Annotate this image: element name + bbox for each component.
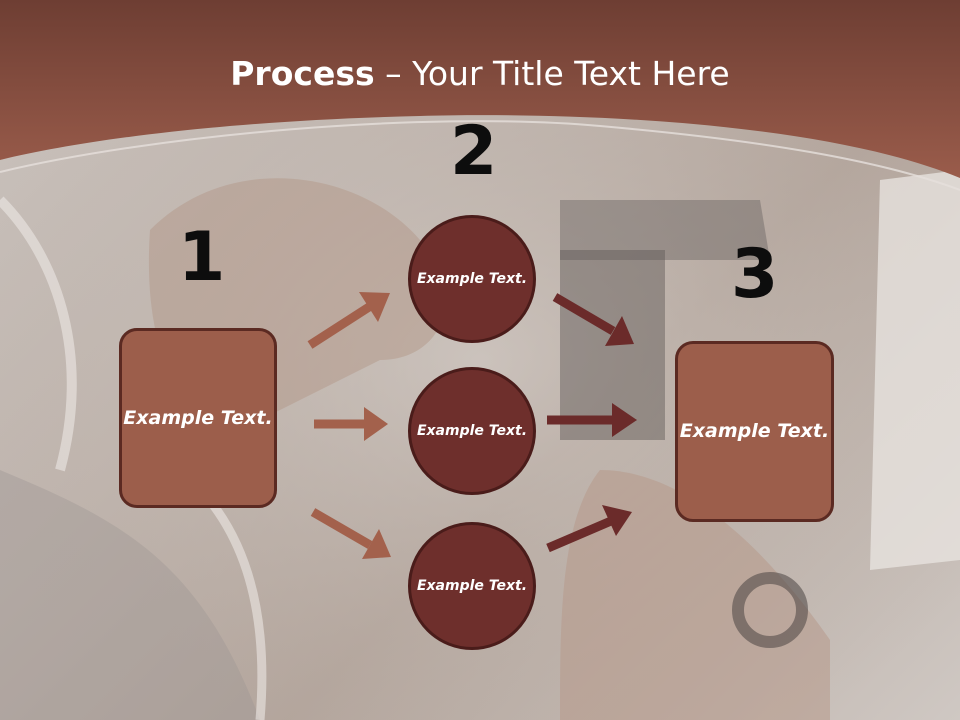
- step-number-1: 1: [178, 218, 226, 297]
- step-number-3: 3: [731, 235, 779, 314]
- arrow-down-right-dark: [552, 293, 634, 346]
- title-strong: Process: [230, 54, 375, 93]
- arrow-right: [314, 407, 388, 441]
- arrow-up-right: [307, 292, 390, 349]
- arrow-down-right: [310, 508, 391, 559]
- step-number-2: 2: [450, 112, 498, 191]
- node-circle-2-label: Example Text.: [416, 422, 528, 439]
- slide-title: Process – Your Title Text Here: [0, 52, 960, 96]
- step-box-3[interactable]: Example Text.: [675, 341, 834, 522]
- node-circle-3-label: Example Text.: [416, 577, 528, 594]
- step-box-1[interactable]: Example Text.: [119, 328, 277, 508]
- arrow-up-right-dark: [546, 505, 632, 553]
- step-box-3-label: Example Text.: [679, 420, 830, 442]
- arrow-right-dark: [547, 403, 637, 437]
- title-rest: – Your Title Text Here: [374, 54, 730, 93]
- node-circle-2[interactable]: Example Text.: [408, 367, 536, 495]
- step-box-1-label: Example Text.: [123, 406, 273, 429]
- node-circle-1[interactable]: Example Text.: [408, 215, 536, 343]
- node-circle-1-label: Example Text.: [416, 270, 528, 287]
- node-circle-3[interactable]: Example Text.: [408, 522, 536, 650]
